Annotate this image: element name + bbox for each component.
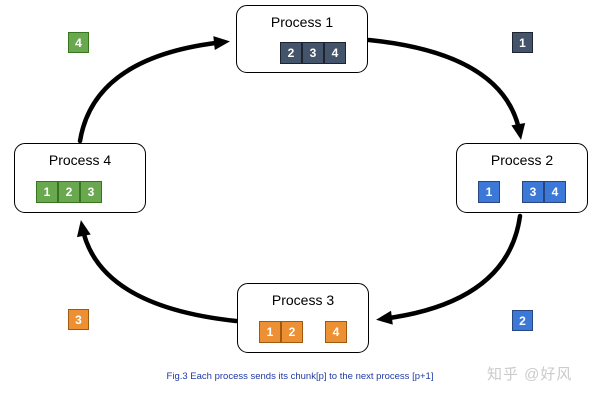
arrow-process4-to-process1 [77, 36, 230, 144]
chunk-slot: 3 [302, 42, 324, 64]
arrow-process1-to-process2 [366, 37, 526, 140]
chunk-slot: 1 [36, 181, 58, 203]
chunk-slot [303, 321, 325, 343]
process-box-3: Process 3 1 2 4 [237, 283, 369, 353]
chunk-slot [258, 42, 280, 64]
chunk-row: 1 2 4 [259, 321, 347, 343]
transit-chunk-bottom-left: 3 [68, 309, 89, 330]
watermark: 知乎 @好风 [487, 366, 573, 383]
process-title: Process 1 [270, 14, 334, 30]
chunk-slot [102, 181, 124, 203]
process-title: Process 4 [48, 152, 112, 168]
chunk-slot [500, 181, 522, 203]
transit-chunk-bottom-right: 2 [512, 310, 533, 331]
chunk-slot: 3 [522, 181, 544, 203]
chunk-slot: 3 [80, 181, 102, 203]
chunk-slot: 1 [259, 321, 281, 343]
chunk-slot: 2 [58, 181, 80, 203]
transit-chunk-top-right: 1 [512, 32, 533, 53]
transit-chunk-top-left: 4 [68, 32, 89, 53]
arrow-process3-to-process4 [76, 220, 239, 324]
process-box-2: Process 2 1 3 4 [456, 143, 588, 213]
chunk-slot: 4 [324, 42, 346, 64]
chunk-row: 1 3 4 [478, 181, 566, 203]
figure-caption: Fig.3 Each process sends its chunk[p] to… [166, 371, 434, 382]
process-title: Process 3 [271, 292, 335, 308]
chunk-row: 2 3 4 [258, 42, 346, 64]
chunk-slot: 1 [478, 181, 500, 203]
chunk-slot: 2 [281, 321, 303, 343]
arrow-process2-to-process3 [376, 213, 523, 325]
process-box-1: Process 1 2 3 4 [236, 5, 368, 73]
chunk-row: 1 2 3 [36, 181, 124, 203]
chunk-slot: 4 [325, 321, 347, 343]
chunk-slot: 2 [280, 42, 302, 64]
chunk-slot: 4 [544, 181, 566, 203]
process-title: Process 2 [490, 152, 554, 168]
process-box-4: Process 4 1 2 3 [14, 143, 146, 213]
